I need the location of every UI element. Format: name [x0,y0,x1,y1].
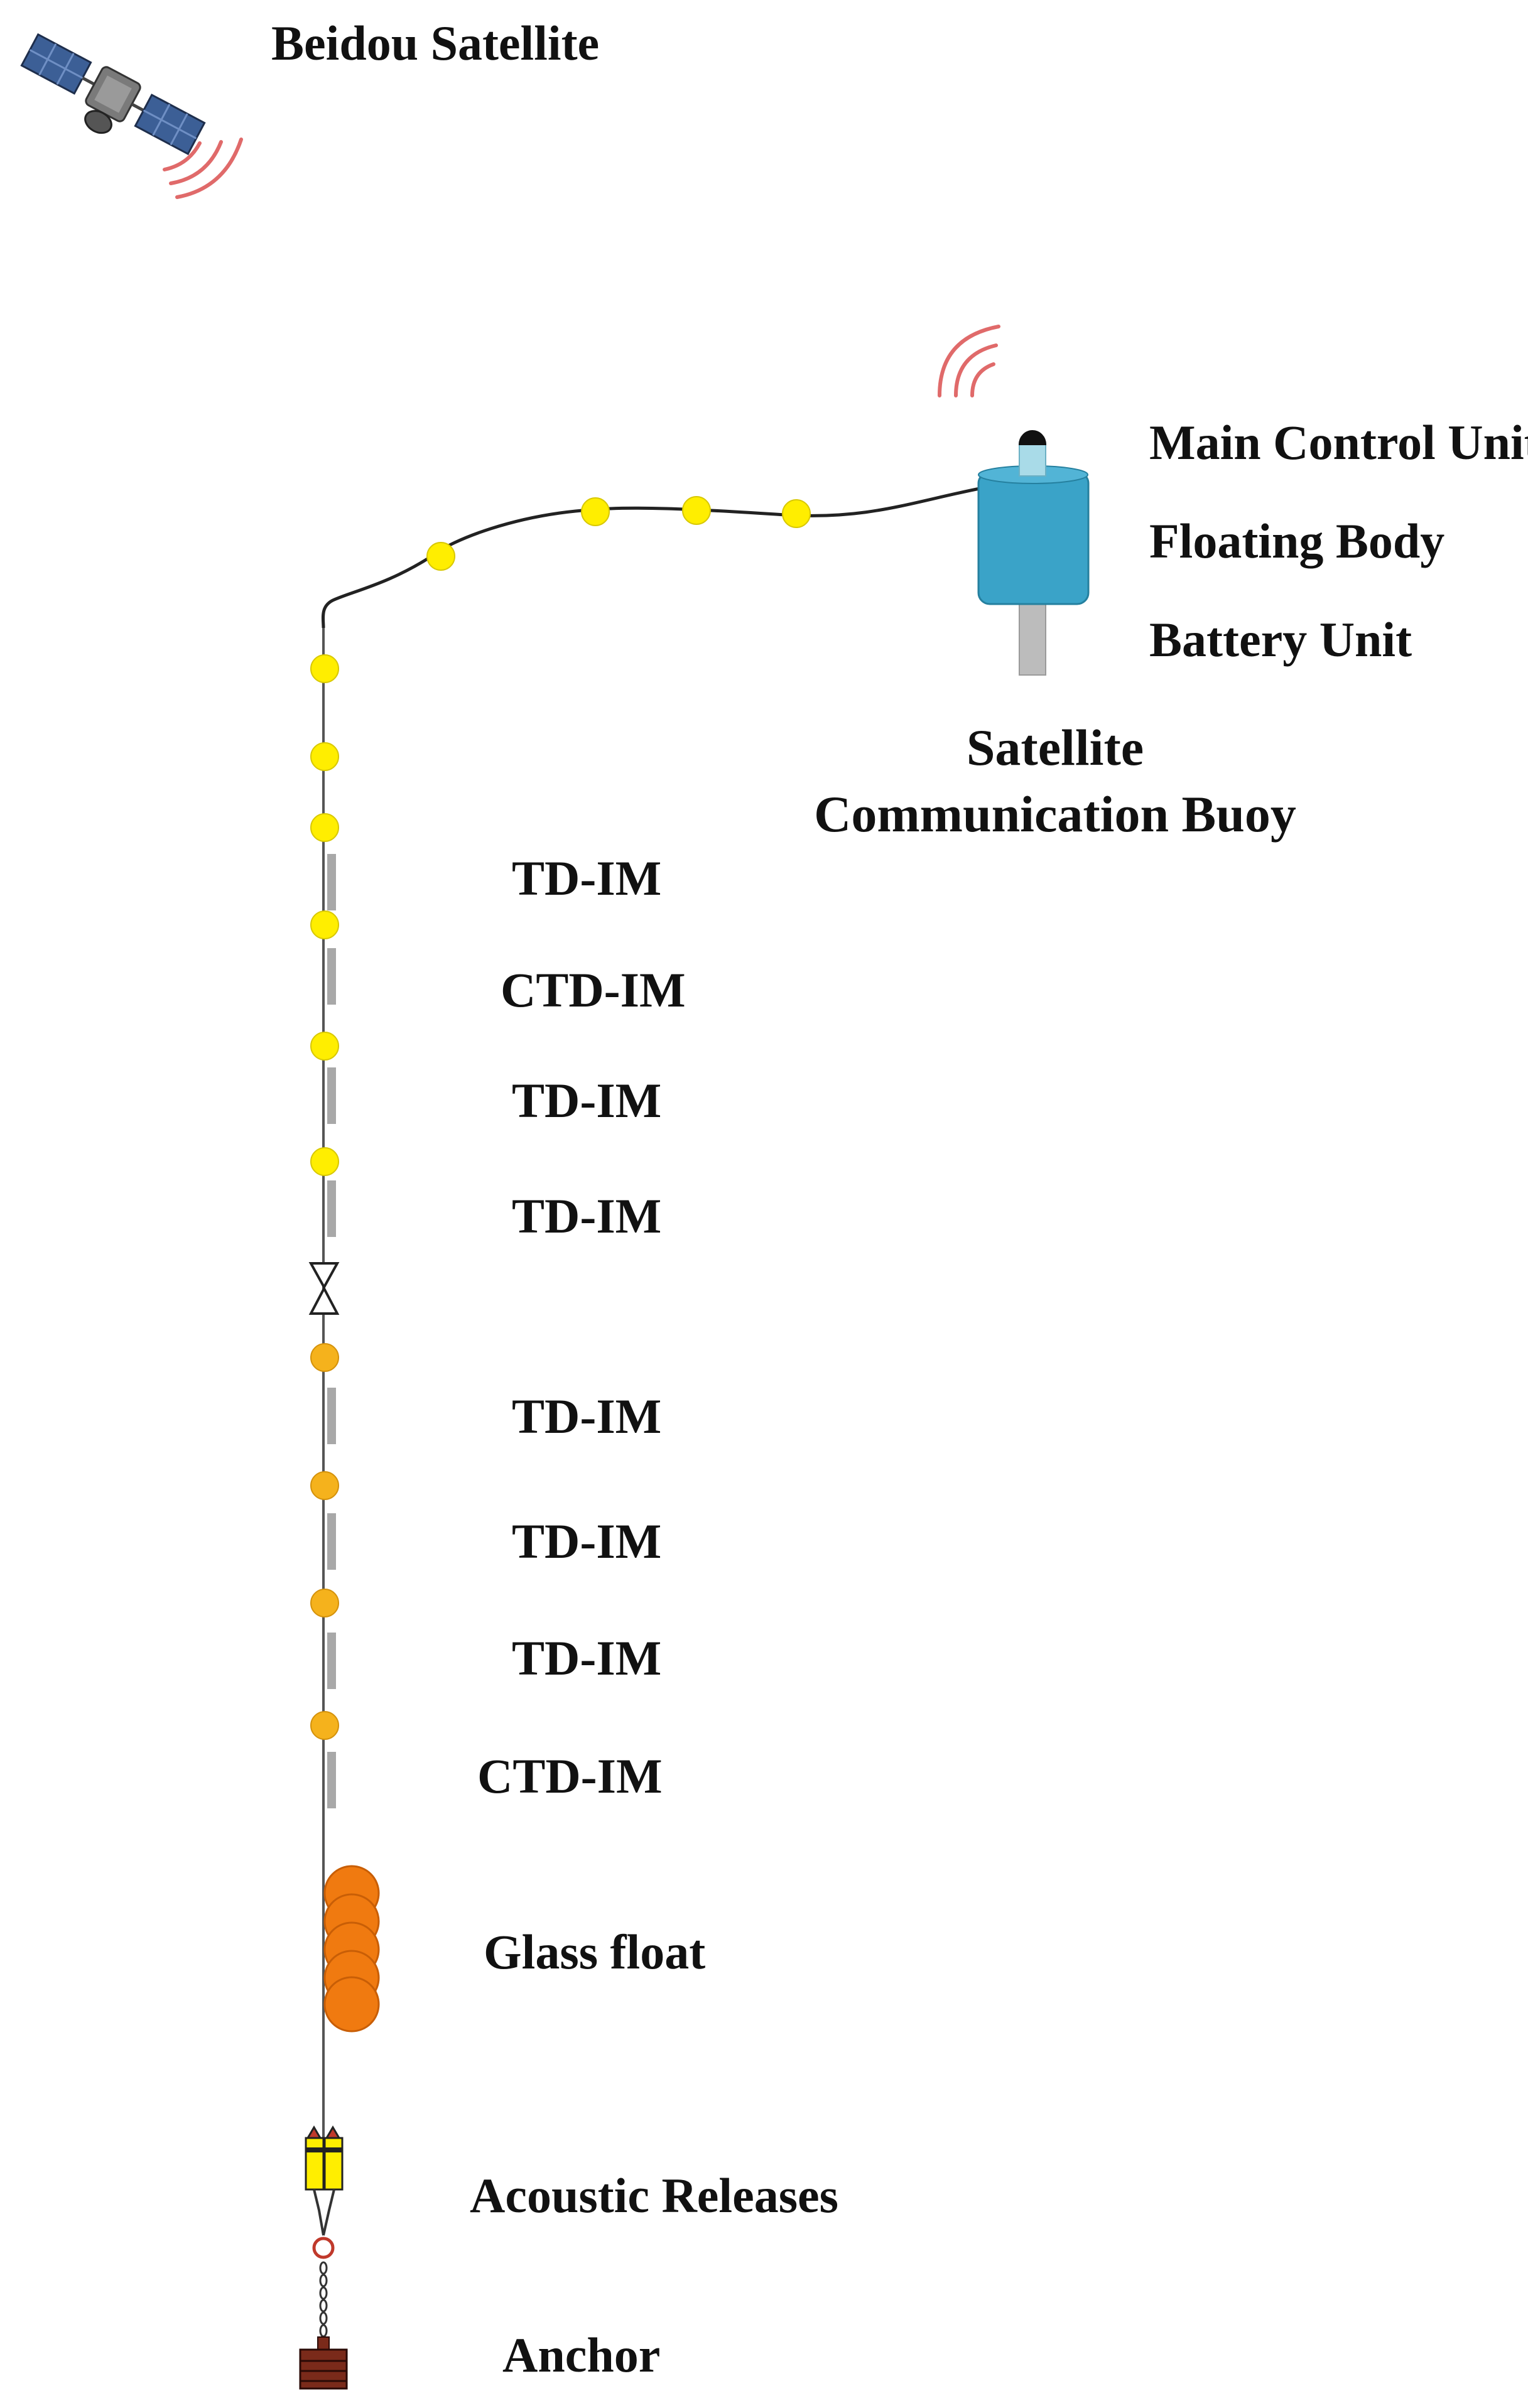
float [310,654,339,683]
float [581,497,610,526]
float [310,742,339,771]
label-glass-float: Glass float [484,1925,706,1979]
satellite-icon [20,33,206,156]
label-beidou-satellite: Beidou Satellite [271,16,600,70]
float [310,910,339,939]
glass-float [323,1865,380,2033]
float [310,1589,339,1617]
instrument [327,1067,336,1124]
label-instrument-1: TD-IM [512,851,662,905]
label-instrument-3: TD-IM [512,1073,662,1128]
float [310,1471,339,1500]
signal-waves-icon [163,138,243,199]
float [310,1343,339,1372]
satellite-communication-buoy [977,430,1090,676]
signal-waves-icon [938,325,1000,397]
label-instrument-5: TD-IM [512,1389,662,1444]
float-group-orange [310,1343,339,1740]
main-control-unit [1019,443,1046,477]
swivel-icon [308,1262,340,1315]
label-instrument-8: CTD-IM [477,1749,663,1803]
label-instrument-4: TD-IM [512,1189,662,1243]
label-buoy-line2: Communication Buoy [814,786,1296,843]
instrument [327,1513,336,1570]
anchor-icon [299,2336,348,2390]
instrument [327,854,336,910]
instrument [327,1388,336,1444]
label-floating-body: Floating Body [1149,514,1445,568]
instrument-group [327,854,336,1808]
instrument [327,948,336,1005]
float [310,1711,339,1740]
float [310,813,339,842]
label-anchor: Anchor [502,2328,661,2382]
float-group-yellow [310,496,811,1176]
float [782,499,811,528]
float [310,1147,339,1176]
floating-body [977,471,1090,605]
label-battery-unit: Battery Unit [1149,612,1412,667]
label-instrument-6: TD-IM [512,1514,662,1568]
label-instrument-2: CTD-IM [501,963,686,1017]
battery-unit [1019,602,1046,676]
mooring-line-surface [321,487,980,629]
label-main-control-unit: Main Control Unit [1149,415,1528,470]
label-acoustic-releases: Acoustic Releases [470,2168,839,2223]
label-instrument-7: TD-IM [512,1631,662,1685]
float [682,496,711,525]
float [426,542,455,571]
float [310,1032,339,1061]
instrument [327,1180,336,1237]
acoustic-releases [305,2125,344,2259]
label-buoy-line1: Satellite [966,719,1144,776]
instrument [327,1633,336,1689]
instrument [327,1752,336,1808]
chain [319,2261,328,2338]
